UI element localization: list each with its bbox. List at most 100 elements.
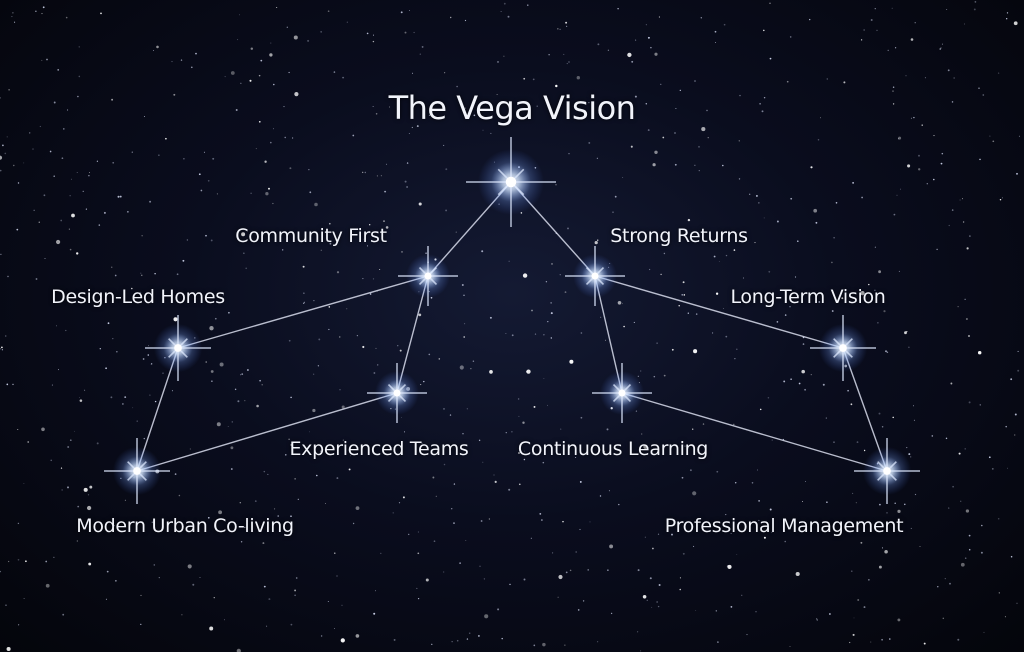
background-star <box>183 157 185 160</box>
background-star <box>759 102 761 105</box>
background-star <box>645 24 647 26</box>
background-star <box>577 609 580 611</box>
background-star <box>977 350 982 355</box>
background-star <box>227 425 229 427</box>
background-star <box>947 69 950 72</box>
background-star <box>802 343 805 345</box>
background-star <box>769 57 772 60</box>
star-experienced-teams <box>367 363 427 423</box>
background-star <box>642 595 647 599</box>
background-star <box>758 519 760 522</box>
background-star <box>459 365 464 370</box>
background-star <box>722 164 724 167</box>
background-star <box>653 375 656 378</box>
background-star <box>886 351 889 354</box>
background-star <box>607 569 609 571</box>
background-star <box>16 228 19 231</box>
background-star <box>860 541 863 544</box>
background-star <box>230 446 234 450</box>
background-star <box>190 66 193 69</box>
background-star <box>604 339 607 341</box>
background-star <box>481 250 484 253</box>
background-star <box>957 306 959 308</box>
background-star <box>385 163 388 165</box>
background-star <box>35 10 37 12</box>
background-star <box>230 71 235 75</box>
background-star <box>575 456 577 459</box>
background-star <box>463 294 465 296</box>
background-star <box>312 408 316 413</box>
background-star <box>790 378 792 381</box>
background-star <box>366 245 369 247</box>
background-star <box>5 604 7 607</box>
background-star <box>713 255 716 258</box>
background-star <box>329 242 332 245</box>
background-star <box>959 199 961 201</box>
background-star <box>99 348 101 350</box>
background-star <box>76 252 79 255</box>
background-star <box>804 388 806 391</box>
background-star <box>84 389 86 391</box>
background-star <box>588 141 591 144</box>
background-star <box>579 480 582 483</box>
background-star <box>362 345 365 349</box>
background-star <box>757 469 759 471</box>
background-star <box>505 333 507 334</box>
background-star <box>693 349 698 354</box>
background-star <box>675 108 677 109</box>
background-star <box>0 169 2 172</box>
background-star <box>1016 602 1018 604</box>
background-star <box>564 644 566 646</box>
background-star <box>603 450 606 453</box>
background-star <box>209 626 214 631</box>
background-star <box>874 289 876 292</box>
background-star <box>563 53 565 55</box>
background-star <box>324 503 326 505</box>
background-star <box>389 106 391 108</box>
background-star <box>860 39 863 41</box>
background-star <box>899 188 902 190</box>
background-star <box>392 512 394 514</box>
background-star <box>992 140 995 143</box>
background-star <box>6 383 9 386</box>
background-star <box>309 431 310 433</box>
background-star <box>264 160 267 163</box>
background-star <box>618 503 620 506</box>
star-modern-urban-coliving <box>104 438 170 504</box>
background-star <box>989 135 991 137</box>
background-star <box>798 382 801 385</box>
background-star <box>557 596 559 598</box>
background-star <box>959 500 962 503</box>
background-star <box>213 597 215 599</box>
background-star <box>769 508 772 511</box>
background-star <box>898 136 902 140</box>
background-star <box>637 631 639 633</box>
background-star <box>276 7 278 8</box>
background-star <box>212 157 215 160</box>
background-star <box>336 575 338 577</box>
background-star <box>490 132 492 134</box>
background-star <box>249 79 252 82</box>
background-star <box>270 42 272 44</box>
background-star <box>660 273 662 276</box>
background-star <box>380 552 382 555</box>
background-star <box>17 182 20 184</box>
background-star <box>147 354 150 356</box>
background-star <box>881 425 884 428</box>
background-star <box>266 625 268 627</box>
background-star <box>67 109 69 111</box>
background-star <box>883 310 886 313</box>
background-star <box>53 556 55 558</box>
background-star <box>7 275 9 278</box>
background-star <box>74 430 75 432</box>
background-star <box>964 557 967 559</box>
background-star <box>733 423 735 426</box>
background-star <box>635 410 638 412</box>
background-star <box>246 369 249 371</box>
background-star <box>868 283 870 286</box>
background-star <box>622 176 624 178</box>
background-star <box>913 405 914 407</box>
background-star <box>400 11 403 14</box>
background-star <box>951 101 954 103</box>
